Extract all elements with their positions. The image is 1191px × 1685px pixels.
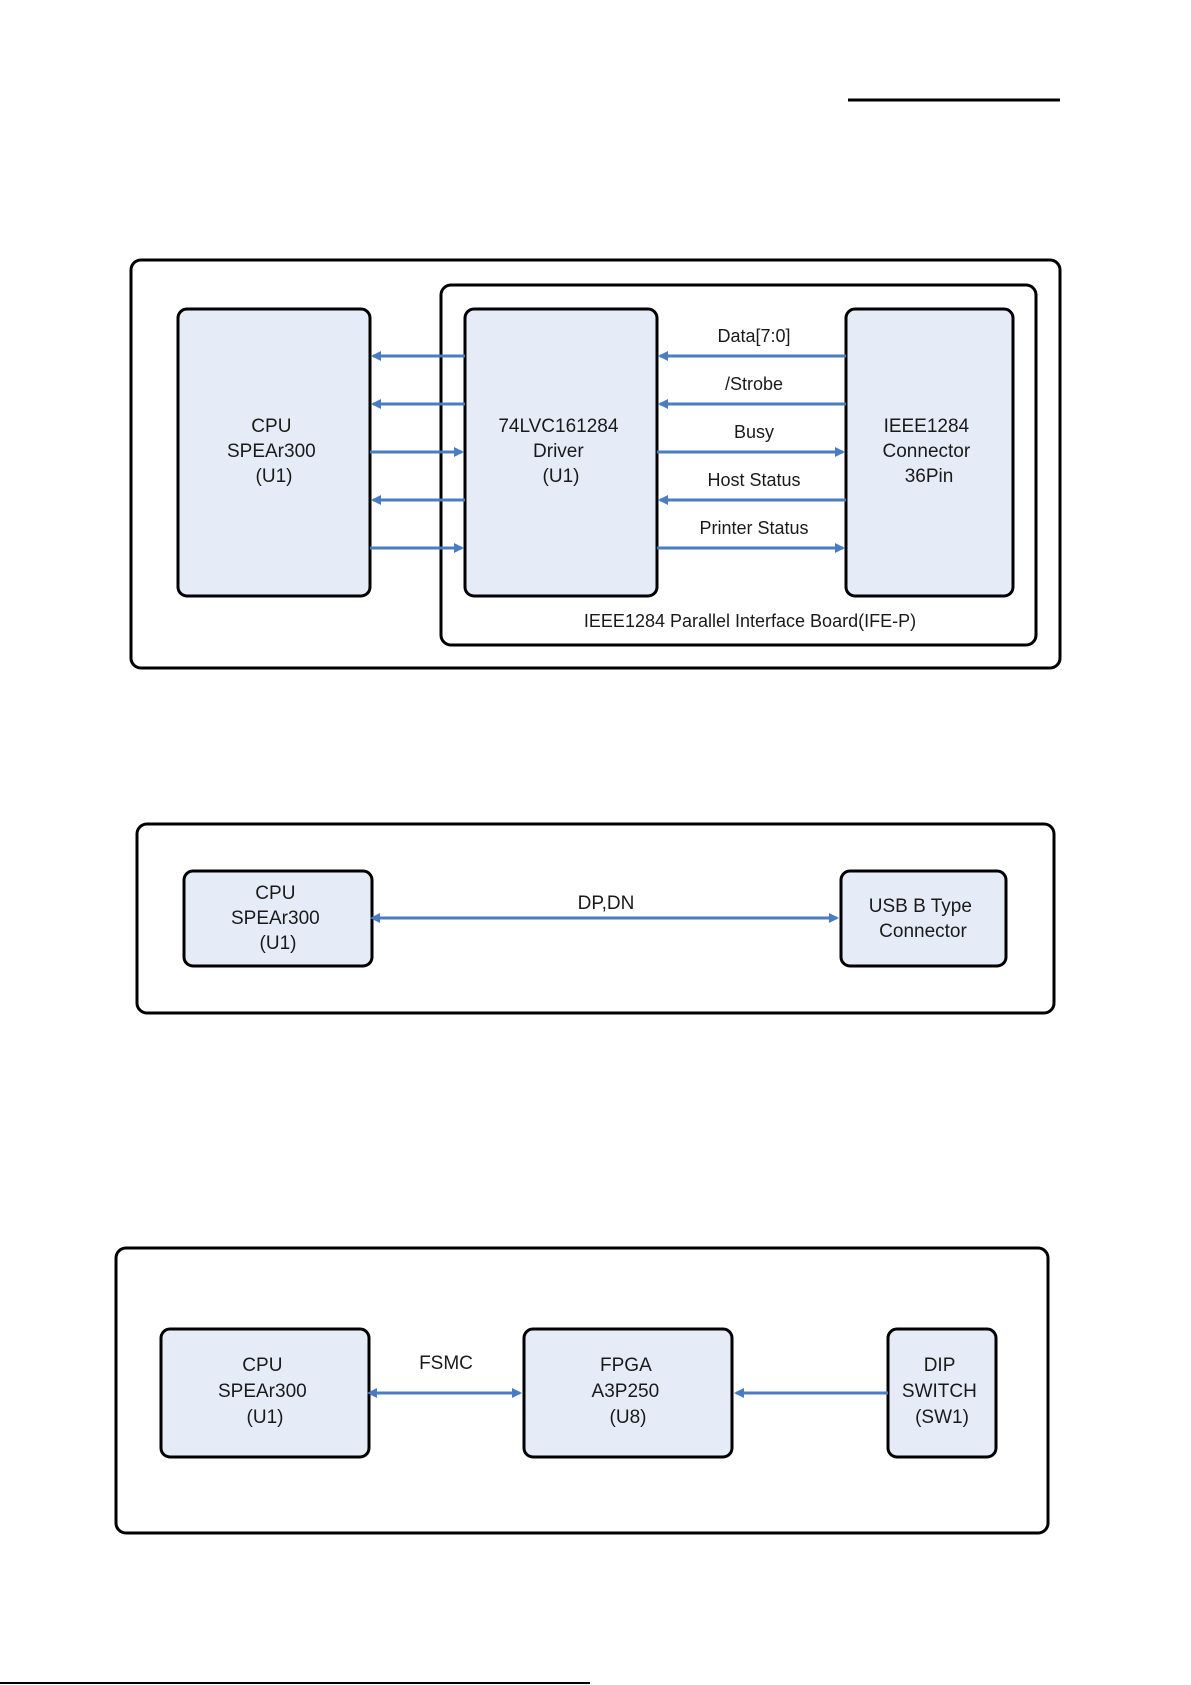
usb-interface-diagram: CPU SPEAr300 (U1) USB B Type Connector D… <box>137 824 1054 1013</box>
fpga-dip-diagram: CPU SPEAr300 (U1) FPGA A3P250 (U8) DIP S… <box>116 1248 1048 1533</box>
signal-label-busy: Busy <box>734 422 774 442</box>
signal-label-strobe: /Strobe <box>725 374 783 394</box>
parallel-interface-diagram: CPU SPEAr300 (U1) 74LVC161284 Driver (U1… <box>131 260 1060 668</box>
signal-label-host-status: Host Status <box>707 470 800 490</box>
signal-label-dp-dn: DP,DN <box>578 893 635 914</box>
signal-label-printer-status: Printer Status <box>699 518 808 538</box>
signal-label-fsmc: FSMC <box>419 1353 473 1374</box>
signal-label-data: Data[7:0] <box>717 326 790 346</box>
usb-b-connector-block <box>841 871 1006 966</box>
board-label: IEEE1284 Parallel Interface Board(IFE-P) <box>584 611 916 631</box>
